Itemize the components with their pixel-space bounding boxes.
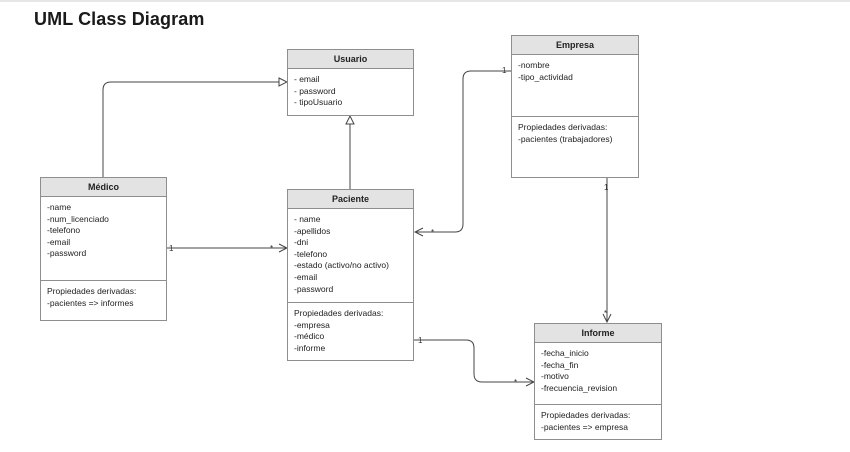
class-informe-name: Informe [535,324,661,343]
paciente-informe-to-mult: * [514,378,517,387]
empresa-paciente-from-mult: 1 [502,66,507,75]
attribute: -password [294,283,334,294]
paciente-informe-from-mult: 1 [418,336,423,345]
attribute: -telefono [294,248,328,259]
empresa-paciente-association [415,70,511,232]
class-informe-derived: Propiedades derivadas: -pacientes => emp… [535,405,661,438]
derived-heading: Propiedades derivadas: [518,122,608,132]
attribute: -frecuencia_revision [541,382,618,393]
attribute: -telefono [47,225,81,236]
attribute: - email [294,74,320,84]
class-empresa[interactable]: Empresa -nombre -tipo_actividad Propieda… [511,35,639,178]
attribute: -password [47,248,87,259]
derived-property: -pacientes => informes [47,297,134,308]
class-informe[interactable]: Informe -fecha_inicio -fecha_fin -motivo… [534,323,662,440]
class-usuario-name: Usuario [288,50,413,69]
derived-property: -empresa [294,319,330,330]
derived-property: -pacientes => empresa [541,421,628,432]
medico-usuario-generalization [102,82,287,177]
derived-property: -pacientes (trabajadores) [518,133,613,144]
derived-heading: Propiedades derivadas: [541,410,631,420]
medico-paciente-from-mult: 1 [169,244,174,253]
attribute: -email [47,236,71,247]
attribute: -dni [294,237,309,248]
attribute: -fecha_inicio [541,348,589,358]
class-empresa-derived: Propiedades derivadas: -pacientes (traba… [512,117,638,150]
paciente-informe-association [414,339,534,382]
attribute: - password [294,85,336,96]
attribute: -motivo [541,371,569,382]
top-divider [0,0,850,2]
attribute: -estado (activo/no activo) [294,260,389,271]
derived-heading: Propiedades derivadas: [47,286,137,296]
attribute: -apellidos [294,225,331,236]
derived-property: -informe [294,342,326,353]
attribute: -tipo_actividad [518,71,573,82]
class-paciente-derived: Propiedades derivadas: -empresa -médico … [288,303,413,359]
attribute: -nombre [518,60,550,70]
attribute: - name [294,214,321,224]
class-usuario[interactable]: Usuario - email - password - tipoUsuario [287,49,414,116]
class-medico-derived: Propiedades derivadas: -pacientes => inf… [41,281,166,314]
attribute: -num_licenciado [47,213,109,224]
class-paciente-name: Paciente [288,190,413,209]
class-medico[interactable]: Médico -name -num_licenciado -telefono -… [40,177,167,321]
class-empresa-name: Empresa [512,36,638,55]
class-empresa-attributes: -nombre -tipo_actividad [512,55,638,117]
empresa-paciente-to-mult: * [431,228,434,237]
class-medico-name: Médico [41,178,166,197]
class-usuario-attributes: - email - password - tipoUsuario [288,69,413,114]
empresa-informe-from-mult: 1 [604,183,609,192]
derived-property: -médico [294,331,325,342]
class-paciente[interactable]: Paciente - name -apellidos -dni -telefon… [287,189,414,361]
class-paciente-attributes: - name -apellidos -dni -telefono -estado… [288,209,413,303]
page-title: UML Class Diagram [34,9,205,29]
class-medico-attributes: -name -num_licenciado -telefono -email -… [41,197,166,281]
attribute: -name [47,202,72,212]
attribute: -email [294,271,318,282]
class-informe-attributes: -fecha_inicio -fecha_fin -motivo -frecue… [535,343,661,405]
medico-paciente-to-mult: * [270,244,273,253]
attribute: -fecha_fin [541,359,579,370]
empresa-informe-to-mult: * [604,309,607,318]
attribute: - tipoUsuario [294,97,343,108]
derived-heading: Propiedades derivadas: [294,308,384,318]
